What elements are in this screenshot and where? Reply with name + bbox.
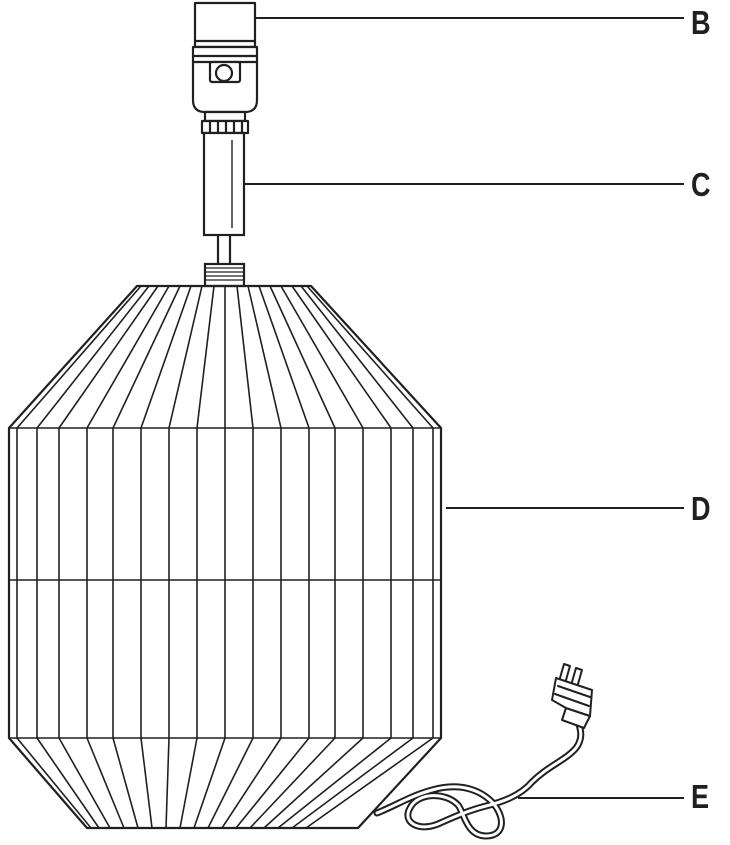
rib-upper [247, 285, 282, 429]
socket-part-b [191, 1, 259, 135]
lamp-body-outline [7, 284, 443, 830]
callout-label-d: D [691, 490, 711, 527]
rib-lower [58, 737, 111, 829]
plug [551, 663, 593, 729]
rib-upper [269, 285, 336, 429]
rib-upper [140, 285, 192, 429]
rib-upper [112, 285, 181, 429]
rib-upper [306, 285, 434, 429]
rib-lower [207, 737, 254, 829]
rib-lower [179, 737, 198, 829]
rib-lower [235, 737, 310, 829]
rib-upper [196, 285, 215, 429]
rib-lower [221, 737, 282, 829]
rib-lower [86, 737, 125, 829]
rib-lower [291, 737, 414, 829]
rib-lower [112, 737, 139, 829]
cord-part-e [373, 663, 593, 840]
rib-lower [140, 737, 153, 829]
leader-lines [244, 17, 684, 799]
rib-lower [263, 737, 364, 829]
rib-upper [16, 285, 142, 429]
callout-label-c: C [691, 166, 711, 203]
plug-prong-right [571, 667, 583, 685]
rib-upper [58, 285, 159, 429]
rib-upper [236, 285, 254, 429]
rib-upper [36, 285, 150, 429]
neck-tube [202, 131, 246, 237]
rib-upper [291, 285, 392, 429]
rib-lower [305, 737, 434, 829]
callout-label-b: B [691, 4, 711, 41]
base-nut [203, 262, 246, 288]
plug-prong-left [559, 663, 571, 681]
rib-lower [36, 737, 100, 829]
rib-upper [258, 285, 310, 429]
plug-body [551, 677, 593, 717]
rib-lower [16, 737, 92, 829]
callout-label-e: E [691, 778, 710, 815]
rib-upper [300, 285, 414, 429]
rib-lower [165, 737, 170, 829]
neck-part-c [202, 131, 246, 288]
socket-switch-knob [214, 63, 234, 83]
lamp-body-part-d [7, 284, 443, 830]
power-cord-inner [375, 720, 583, 838]
rib-upper [280, 285, 364, 429]
rib-lower [249, 737, 336, 829]
rib-upper [168, 285, 203, 429]
rib-upper [86, 285, 170, 429]
lamp-body-ribs [16, 285, 434, 829]
rib-lower [277, 737, 392, 829]
rib-lower [193, 737, 226, 829]
socket-cap [203, 110, 247, 123]
